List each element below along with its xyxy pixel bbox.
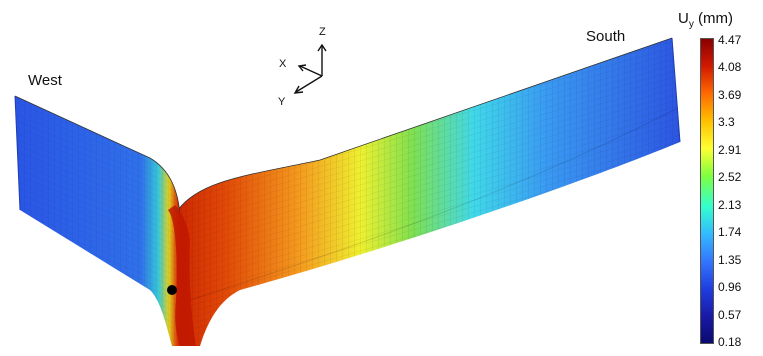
- west-wall-mesh: [14, 95, 181, 346]
- axis-z-label: Z: [319, 26, 326, 38]
- axis-triad: [293, 43, 327, 94]
- south-wall-mesh: [177, 37, 681, 346]
- legend-tick-label: 1.35: [718, 252, 742, 267]
- measurement-point-marker: [167, 285, 177, 295]
- legend-colorbar: [700, 38, 714, 344]
- legend-tick-label: 2.52: [718, 170, 742, 185]
- axis-y-label: Y: [278, 96, 286, 108]
- legend-tick-label: 1.74: [718, 225, 742, 240]
- legend-tick-label: 4.08: [718, 60, 742, 75]
- legend-tick-label: 0.57: [718, 307, 742, 322]
- legend-tick-label: 4.47: [718, 33, 742, 47]
- legend-tick-label: 3.69: [718, 87, 742, 102]
- legend-tick-label: 2.13: [718, 197, 742, 212]
- legend-tick-label: 0.18: [718, 335, 742, 349]
- legend-tick-label: 3.3: [718, 115, 735, 130]
- legend-tick-label: 0.96: [718, 280, 742, 295]
- west-label: West: [28, 72, 62, 89]
- legend-title: Uy (mm): [678, 10, 733, 30]
- south-label: South: [586, 28, 626, 45]
- legend-tick-label: 2.91: [718, 142, 742, 157]
- legend-ticks: 4.47 4.08 3.69 3.3 2.91 2.52 2.13 1.74 1.35 0.96 0…: [718, 0, 763, 356]
- axis-x-label: X: [279, 58, 287, 70]
- corner-fold-region: [168, 205, 196, 346]
